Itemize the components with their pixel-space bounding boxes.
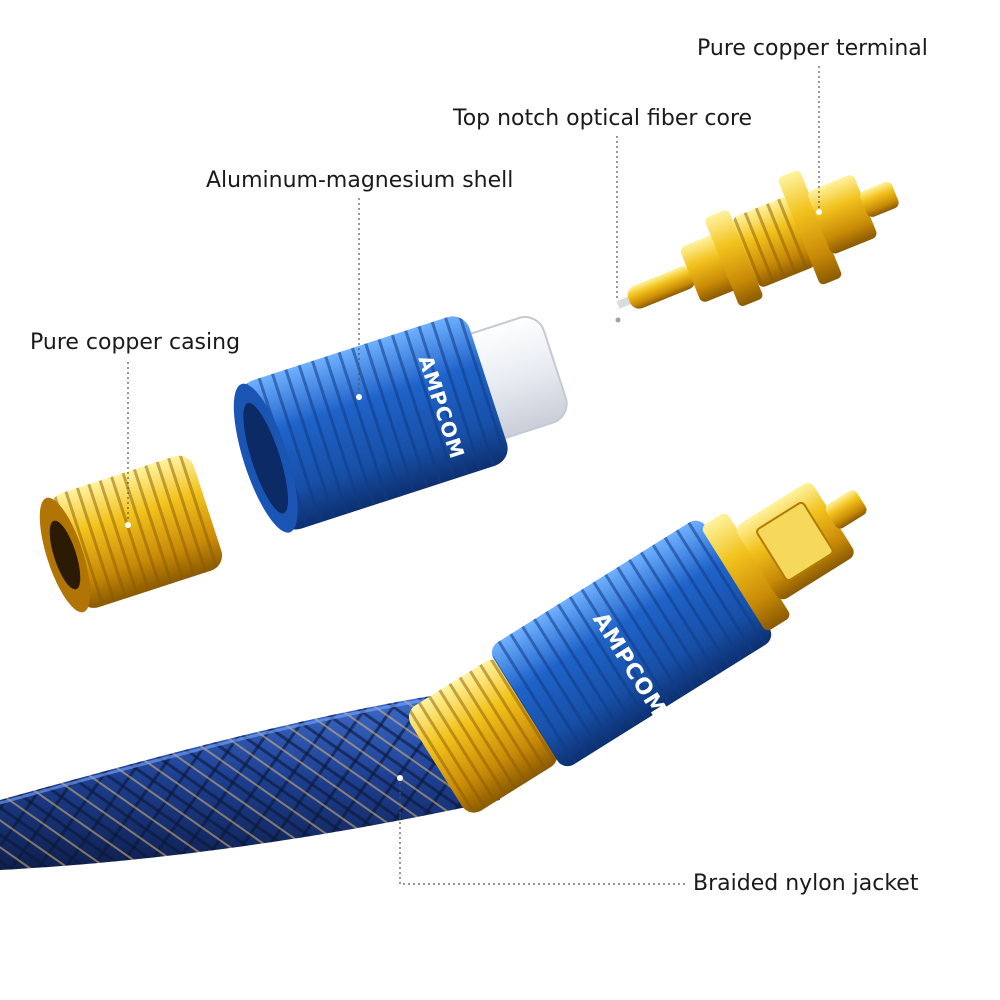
- label-optical-fiber-core: Top notch optical fiber core: [453, 106, 753, 131]
- leader-jacket: [399, 782, 688, 885]
- label-braided-jacket: Braided nylon jacket: [693, 871, 919, 896]
- label-pure-copper-terminal: Pure copper terminal: [697, 36, 928, 61]
- aluminum-shell-part: AMPCOM: [233, 316, 568, 533]
- copper-casing-part: [39, 455, 223, 613]
- callout-lines: [127, 66, 820, 885]
- label-pure-copper-casing: Pure copper casing: [30, 330, 241, 355]
- assembled-plug: AMPCOM: [408, 483, 867, 813]
- label-aluminum-shell: Aluminum-magnesium shell: [206, 168, 514, 193]
- terminal-part: [615, 170, 899, 323]
- braided-cable: [0, 690, 500, 870]
